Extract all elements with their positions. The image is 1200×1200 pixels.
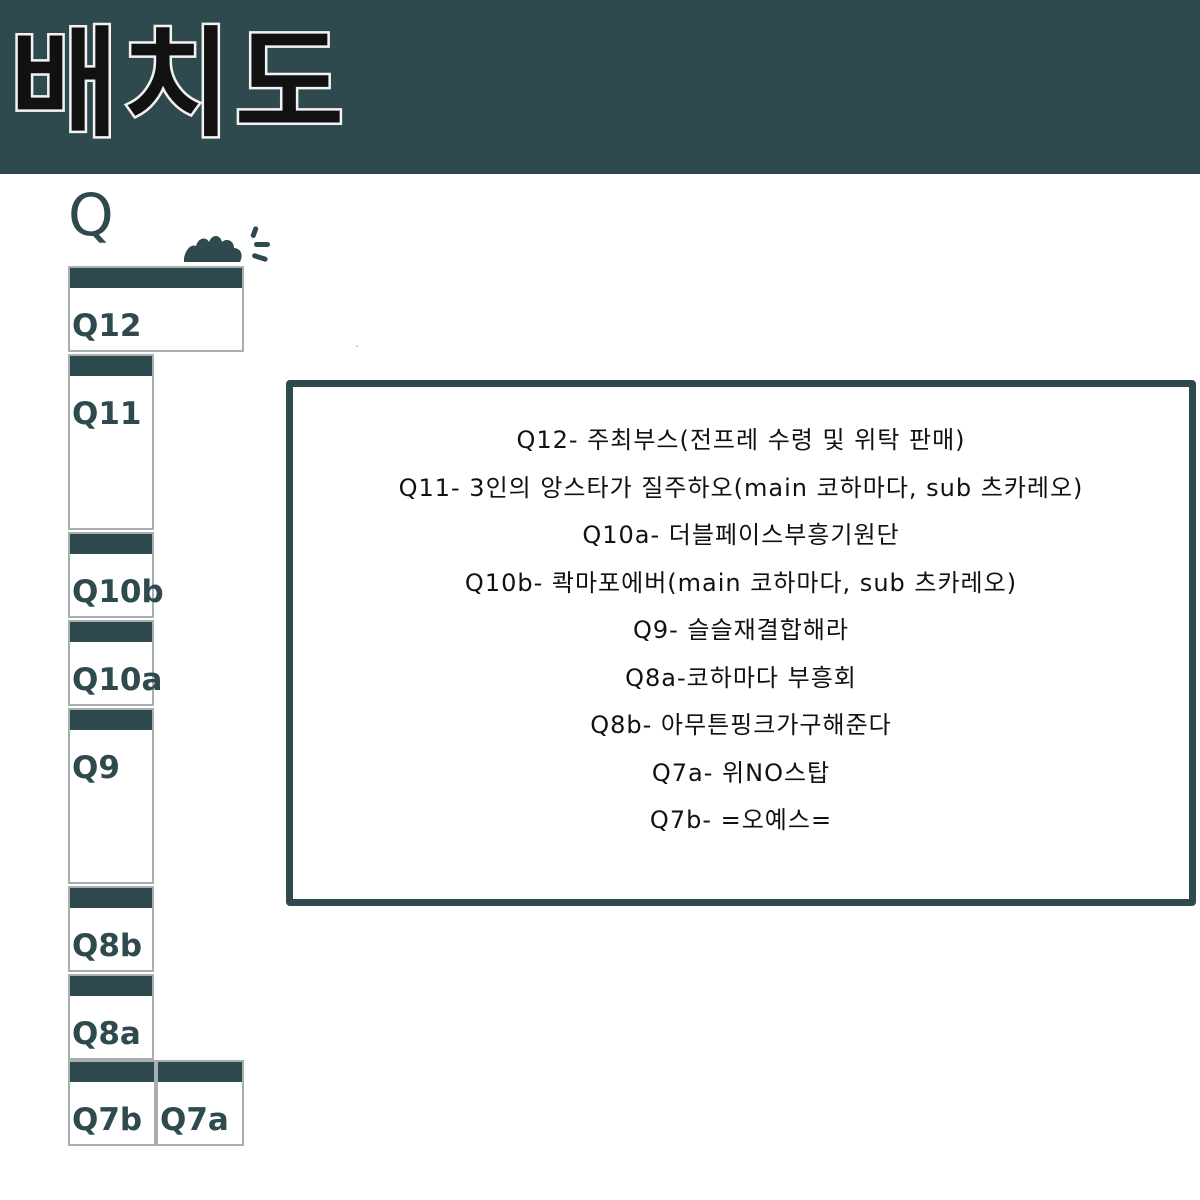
legend-item-q12: Q12- 주최부스(전프레 수령 및 위탁 판매) (516, 426, 966, 454)
booth-q10b[interactable]: Q10b (68, 532, 164, 618)
booth-label: Q7b (72, 1102, 143, 1138)
booth-q8b[interactable]: Q8b (68, 886, 154, 972)
booth-table-bar (70, 888, 152, 908)
booth-label: Q9 (72, 750, 120, 786)
splash-decoration-icon (184, 226, 270, 262)
page-title: 배치도 (8, 13, 348, 156)
booth-table-bar (70, 622, 152, 642)
booth-table-bar (70, 534, 152, 554)
booth-q7a[interactable]: Q7a (156, 1060, 244, 1146)
legend-item-q10a: Q10a- 더블페이스부흥기원단 (582, 521, 900, 549)
booth-table-bar (70, 710, 152, 730)
section-label: Q (68, 181, 114, 249)
booth-label: Q12 (72, 308, 142, 344)
legend-item-q10b: Q10b- 콱마포에버(main 코하마다, sub 츠카레오) (464, 568, 1018, 597)
booth-table-bar (70, 268, 242, 288)
booth-q8a[interactable]: Q8a (68, 974, 154, 1060)
booth-q10a[interactable]: Q10a (68, 620, 162, 706)
booth-q12[interactable]: Q12 (68, 266, 244, 352)
booth-q11[interactable]: Q11 (68, 354, 154, 530)
legend-item-q7b: Q7b- =오예스= (649, 806, 833, 834)
legend-item-q7a: Q7a- 위NO스탑 (651, 758, 831, 787)
booth-label: Q11 (72, 396, 142, 432)
booth-table-bar (158, 1062, 242, 1082)
booth-label: Q10a (72, 662, 163, 698)
legend-item-q8b: Q8b- 아무튼핑크가구해준다 (590, 711, 892, 739)
booth-table-bar (70, 356, 152, 376)
booth-label: Q8a (72, 1016, 141, 1052)
booth-label: Q10b (72, 574, 164, 610)
header-banner: 배치도 (0, 0, 1200, 174)
booth-q7b[interactable]: Q7b (68, 1060, 156, 1146)
legend-box: Q12- 주최부스(전프레 수령 및 위탁 판매) Q11- 3인의 앙스타가 … (286, 380, 1196, 906)
booth-label: Q8b (72, 928, 143, 964)
booth-table-bar (70, 1062, 154, 1082)
legend-list: Q12- 주최부스(전프레 수령 및 위탁 판매) Q11- 3인의 앙스타가 … (293, 417, 1189, 845)
booth-label: Q7a (160, 1102, 229, 1138)
legend-item-q9: Q9- 슬슬재결합해라 (632, 616, 849, 644)
legend-item-q8a: Q8a-코하마다 부흥회 (625, 663, 857, 692)
legend-item-q11: Q11- 3인의 앙스타가 질주하오(main 코하마다, sub 츠카레오) (398, 473, 1084, 502)
booth-table-bar (70, 976, 152, 996)
stray-dot (356, 345, 358, 347)
booth-q9[interactable]: Q9 (68, 708, 154, 884)
